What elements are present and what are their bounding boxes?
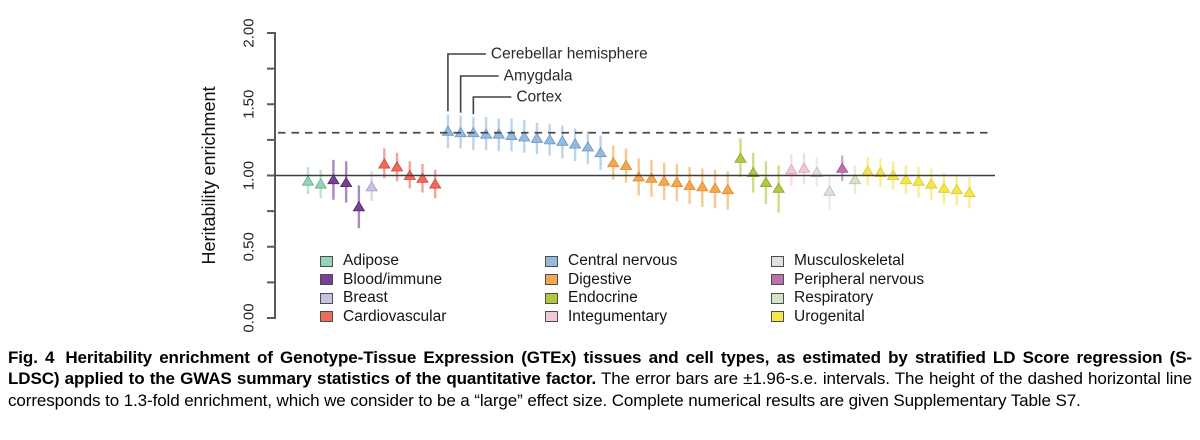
annotation-leader-cortex (472, 96, 512, 115)
marker-digestive (606, 156, 620, 168)
marker-urogenital (924, 178, 938, 189)
marker-cardiovascular (390, 160, 404, 172)
marker-urogenital (874, 166, 887, 178)
marker-adipose (314, 178, 328, 189)
annotation-leader-cerebellar-hemisphere (447, 53, 486, 112)
marker-digestive (657, 175, 671, 186)
marker-urogenital (912, 175, 925, 186)
y-tick-label: 0.00 (241, 303, 258, 332)
marker-urogenital (861, 165, 874, 176)
marker-cardiovascular (378, 158, 391, 169)
caption-regular-text: The error bars are ±1.96-s.e. intervals.… (8, 369, 1192, 410)
marker-digestive (696, 180, 709, 192)
marker-musculoskeletal (823, 185, 836, 196)
marker-central-nervous (505, 129, 518, 141)
marker-breast (365, 180, 378, 192)
marker-endocrine (734, 152, 747, 163)
figure-label: Fig. 4 (8, 348, 55, 367)
annotation-label-cerebellar-hemisphere: Cerebellar hemisphere (491, 46, 648, 63)
y-tick-label: 2.00 (241, 18, 258, 47)
marker-endocrine (746, 166, 760, 178)
y-axis-title: Heritability enrichment (199, 86, 219, 264)
marker-blood-immune (352, 200, 366, 212)
annotation-label-amygdala: Amygdala (504, 68, 573, 85)
marker-central-nervous (556, 135, 569, 146)
marker-urogenital (899, 173, 913, 185)
y-tick-label: 1.00 (241, 161, 258, 190)
marker-adipose (301, 175, 315, 186)
annotation-leader-amygdala (459, 75, 499, 113)
marker-peripheral-nervous (835, 162, 849, 173)
marker-integumentary (797, 162, 811, 173)
marker-urogenital (963, 186, 976, 198)
marker-central-nervous (530, 132, 544, 143)
marker-digestive (683, 179, 696, 190)
marker-digestive (619, 159, 633, 170)
marker-digestive (708, 182, 722, 193)
marker-central-nervous (568, 138, 582, 149)
y-tick-label: 0.50 (241, 232, 258, 261)
marker-musculoskeletal (810, 166, 824, 178)
marker-urogenital (937, 182, 951, 193)
marker-central-nervous (517, 131, 531, 142)
marker-digestive (645, 172, 658, 183)
marker-cardiovascular (428, 178, 442, 189)
marker-central-nervous (594, 146, 607, 158)
marker-digestive (670, 176, 684, 188)
marker-digestive (632, 170, 646, 182)
marker-urogenital (950, 183, 964, 195)
marker-central-nervous (543, 133, 556, 145)
marker-endocrine (759, 176, 773, 188)
marker-digestive (721, 183, 735, 195)
marker-endocrine (772, 182, 785, 193)
marker-respiratory (848, 173, 862, 185)
marker-central-nervous (581, 141, 595, 152)
marker-blood-immune (339, 176, 353, 188)
marker-integumentary (785, 163, 798, 175)
annotation-label-cortex: Cortex (516, 89, 562, 106)
caption-bold-text: Heritability enrichment of Genotype-Tiss… (8, 348, 1192, 389)
marker-blood-immune (327, 173, 340, 185)
marker-central-nervous (441, 125, 455, 136)
y-tick-label: 1.50 (241, 90, 258, 119)
marker-cardiovascular (416, 172, 429, 183)
